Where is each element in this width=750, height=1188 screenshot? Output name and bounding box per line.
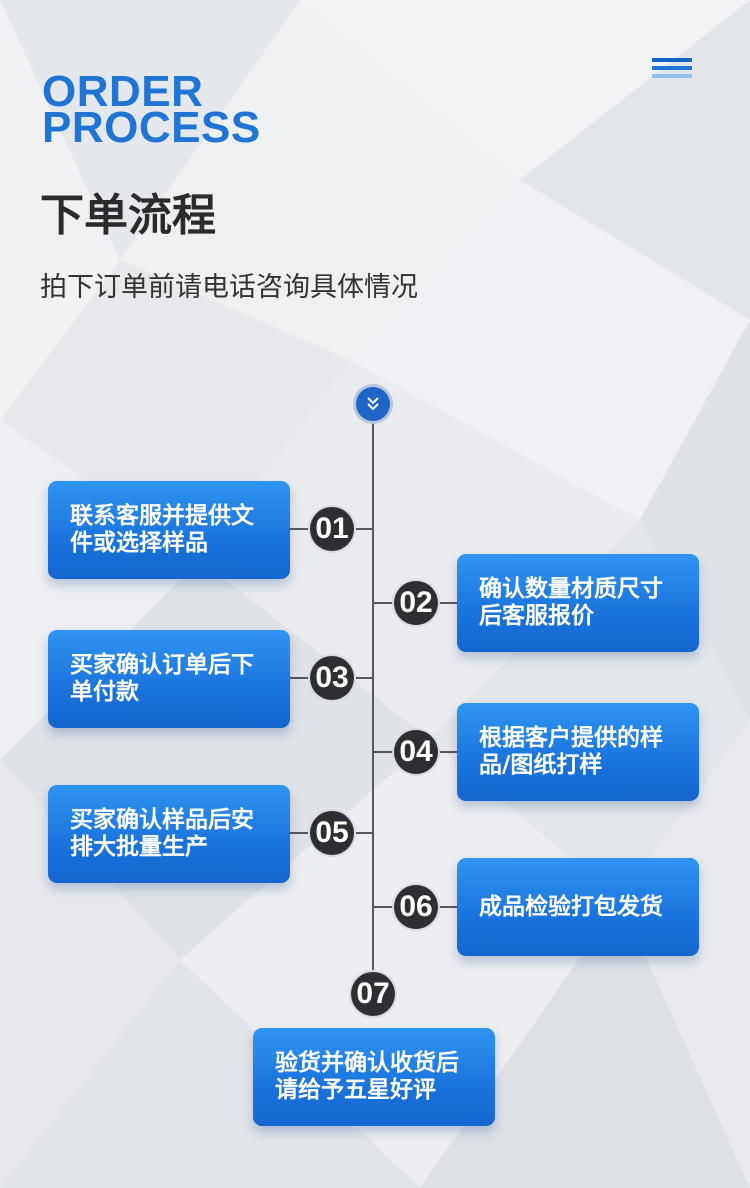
step-number-02: 02 <box>394 581 438 625</box>
step-text: 确认数量材质尺寸后客服报价 <box>479 576 663 629</box>
menu-icon-bar <box>652 58 692 62</box>
step-number-07: 07 <box>351 972 395 1016</box>
step-card-07: 验货并确认收货后请给予五星好评 <box>253 1028 495 1126</box>
page-title: 下单流程 <box>40 190 216 241</box>
title-en-line1: ORDER <box>42 67 204 116</box>
title-en-line2: PROCESS <box>42 103 261 152</box>
step-text: 联系客服并提供文件或选择样品 <box>70 503 254 556</box>
page-title-en: ORDER PROCESS <box>42 67 261 152</box>
step-text: 验货并确认收货后请给予五星好评 <box>275 1050 459 1103</box>
step-number-06: 06 <box>394 885 438 929</box>
step-card-05: 买家确认样品后安排大批量生产 <box>48 785 290 883</box>
step-number-05: 05 <box>310 811 354 855</box>
step-number-03: 03 <box>310 656 354 700</box>
step-card-02: 确认数量材质尺寸后客服报价 <box>457 554 699 652</box>
menu-icon[interactable] <box>652 58 692 80</box>
step-number-01: 01 <box>310 507 354 551</box>
step-card-03: 买家确认订单后下单付款 <box>48 630 290 728</box>
step-text: 根据客户提供的样品/图纸打样 <box>479 725 663 778</box>
step-text: 成品检验打包发货 <box>479 893 663 920</box>
step-card-04: 根据客户提供的样品/图纸打样 <box>457 703 699 801</box>
step-text: 买家确认样品后安排大批量生产 <box>70 807 254 860</box>
chevron-double-down-icon <box>356 387 390 421</box>
step-card-01: 联系客服并提供文件或选择样品 <box>48 481 290 579</box>
step-number-04: 04 <box>394 730 438 774</box>
step-text: 买家确认订单后下单付款 <box>70 652 254 705</box>
menu-icon-bar <box>652 74 692 78</box>
page-subtitle: 拍下订单前请电话咨询具体情况 <box>40 272 418 303</box>
step-card-06: 成品检验打包发货 <box>457 858 699 956</box>
menu-icon-bar <box>652 66 692 70</box>
